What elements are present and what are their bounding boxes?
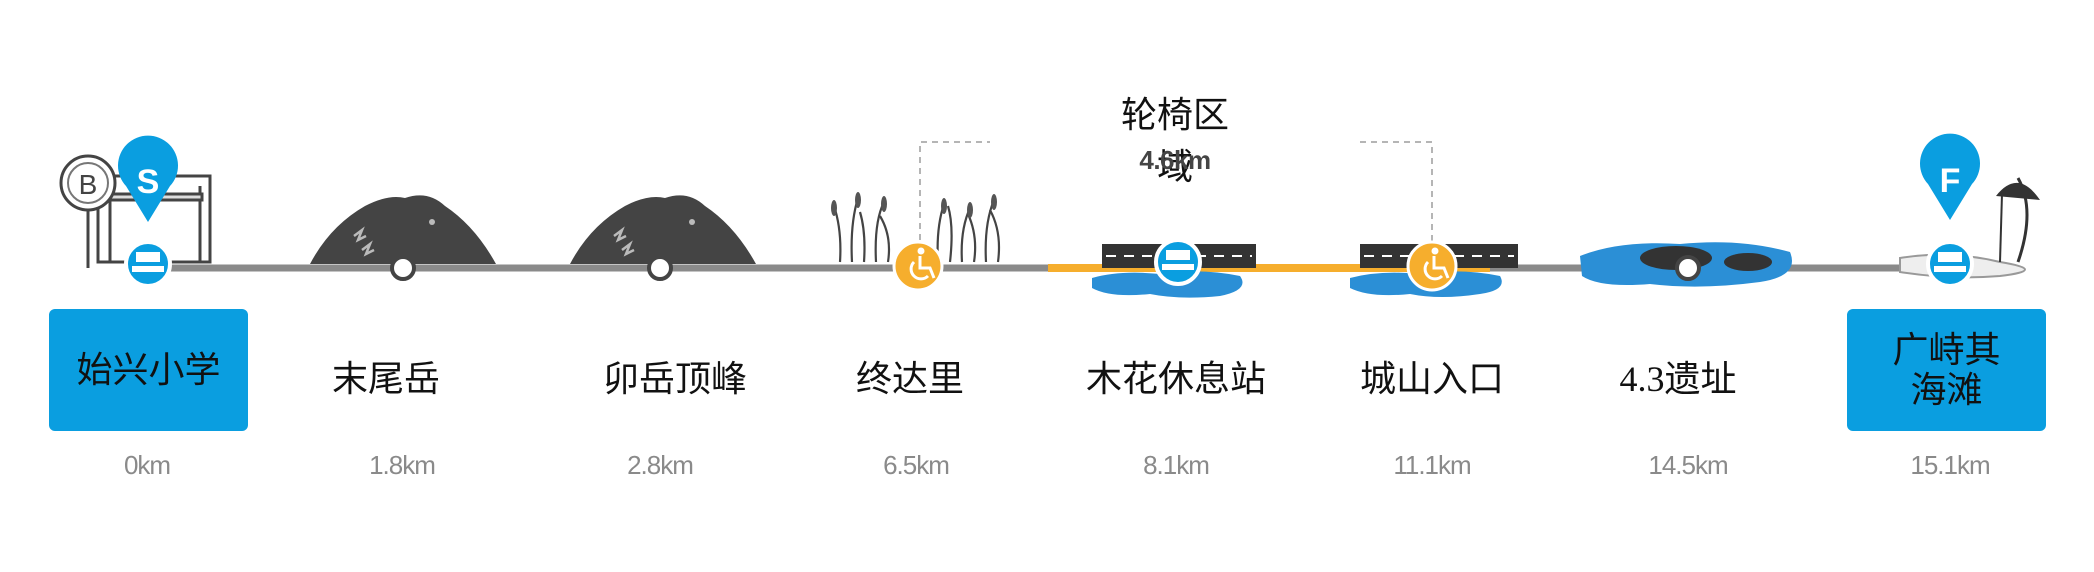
stop-dot xyxy=(390,255,416,281)
mountain-icon xyxy=(310,195,496,264)
pin-start-icon: S xyxy=(118,135,178,222)
stop-name: 末尾岳 xyxy=(331,359,440,399)
pin-finish-icon: F xyxy=(1920,133,1980,220)
stop-name: 卯岳顶峰 xyxy=(602,359,747,399)
stop-distance: 1.8km xyxy=(369,450,436,480)
station-icon xyxy=(1926,240,1974,288)
stop-dot xyxy=(1675,255,1701,281)
bus-stop-icon: B xyxy=(59,154,212,268)
station-icon xyxy=(1154,238,1202,286)
wheelchair-icon xyxy=(1406,240,1458,292)
stop-distance: 8.1km xyxy=(1143,450,1210,480)
stop-distance: 11.1km xyxy=(1393,450,1471,480)
wheelchair-zone-label: 轮椅区域 xyxy=(1120,95,1229,187)
stop-name: 木花休息站 xyxy=(1085,359,1266,399)
stop-name: 4.3遗址 xyxy=(1619,359,1737,399)
reeds-icon xyxy=(831,192,1001,263)
station-icon xyxy=(124,240,172,288)
stop-distance: 6.5km xyxy=(883,450,950,480)
stop-name-finish: 广峙其 海滩 xyxy=(1847,309,2046,431)
wheelchair-zone-distance: 4.6km xyxy=(1139,145,1211,175)
stop-name: 城山入口 xyxy=(1359,359,1504,399)
stop-name-start: 始兴小学 xyxy=(49,309,248,431)
wheelchair-icon xyxy=(892,240,944,292)
stop-distance: 0km xyxy=(123,450,171,480)
stop-distance: 15.1km xyxy=(1910,450,1990,480)
wheelchair-zone-bracket xyxy=(919,141,1433,245)
svg-text:S: S xyxy=(137,163,160,201)
svg-text:B: B xyxy=(79,169,98,200)
svg-text:F: F xyxy=(1940,162,1961,200)
stop-distance: 14.5km xyxy=(1648,450,1728,480)
mountain-icon xyxy=(570,195,756,264)
stop-name: 终达里 xyxy=(855,359,964,399)
stop-dot xyxy=(647,255,673,281)
stop-distance: 2.8km xyxy=(627,450,694,480)
